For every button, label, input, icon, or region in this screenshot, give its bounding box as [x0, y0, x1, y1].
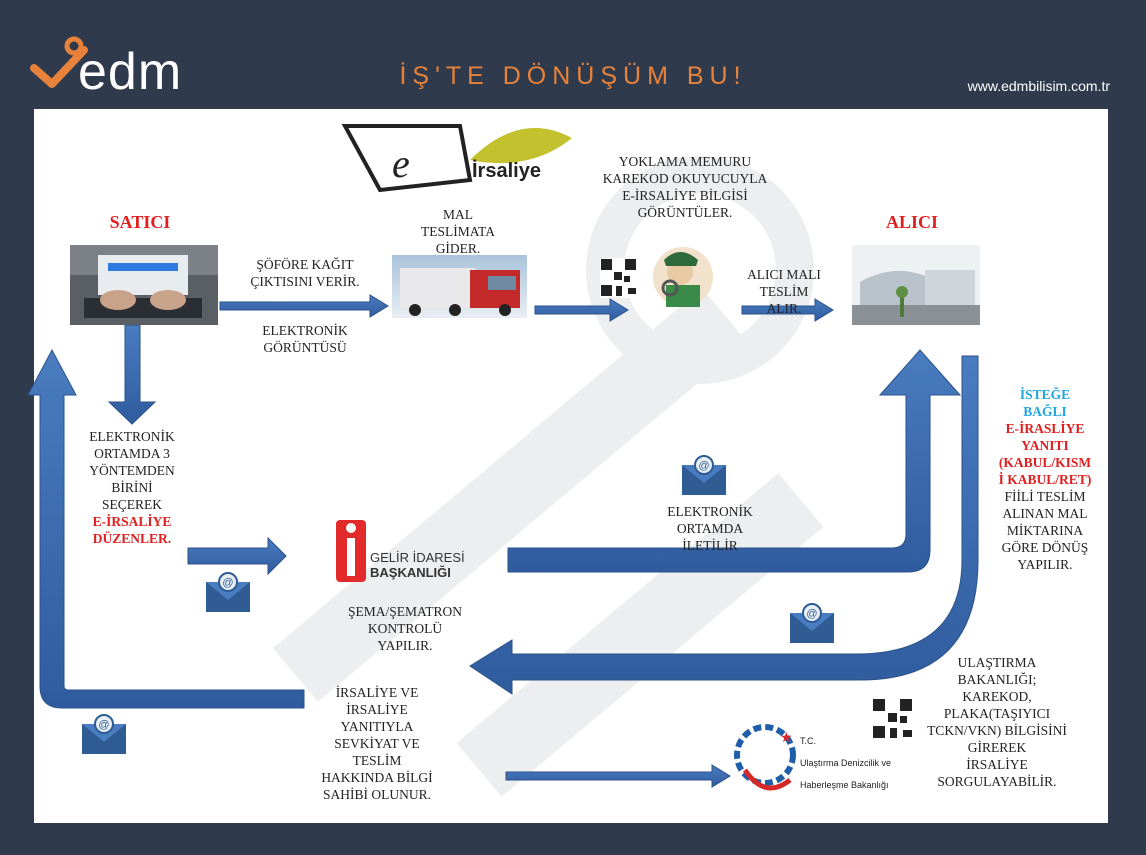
laptop-photo: [70, 245, 218, 325]
svg-text:★: ★: [780, 730, 793, 746]
ulastirma-text: ULAŞTIRMA BAKANLIĞI; KAREKOD, PLAKA(TAŞI…: [927, 655, 1067, 789]
qr-code-icon: [872, 698, 914, 740]
bakanlik-logo-text: T.C. Ulaştırma Denizcilik ve Haberleşme …: [800, 736, 892, 790]
svg-text:@: @: [222, 577, 233, 589]
svg-text:@: @: [698, 460, 709, 472]
inspector-icon: [653, 247, 713, 307]
arrow-gib-to-alici: [507, 349, 962, 573]
elektronik-iletilir-text: ELEKTRONİK ORTAMDA İLETİLİR: [667, 504, 753, 553]
alici-label: ALICI: [885, 212, 938, 232]
eirsaliye-logo-letter: e: [392, 141, 410, 186]
gib-logo-text: GELİR İDARESİ BAŞKANLIĞI: [370, 550, 465, 580]
yoklama-text: YOKLAMA MEMURU KAREKOD OKUYUCUYLA E-İRSA…: [602, 154, 768, 220]
elektronik-ortamda-3-text: ELEKTRONİK ORTAMDA 3 YÖNTEMDEN BİRİNİ SE…: [89, 429, 175, 546]
arrow-to-bakanlik: [505, 764, 731, 788]
page-title: İŞ'TE DÖNÜŞÜM BU!: [399, 62, 747, 90]
email-icon: @: [206, 572, 250, 612]
edm-logo-icon: [30, 36, 88, 88]
eirsaliye-logo-icon: [341, 124, 572, 193]
email-icon: @: [82, 714, 126, 754]
gib-logo-icon: [336, 520, 366, 582]
website-url[interactable]: www.edmbilisim.com.tr: [967, 78, 1110, 94]
warehouse-photo: [852, 245, 980, 325]
eirsaliye-logo-text: İrsaliye: [472, 160, 541, 182]
edm-logo: edm: [78, 43, 183, 101]
arrow-to-gib: [187, 536, 287, 576]
satici-label: SATICI: [109, 212, 171, 232]
email-icon: @: [682, 455, 726, 495]
mal-teslimata-text: MAL TESLİMATA GİDER.: [421, 207, 495, 256]
sofore-text: ŞÖFÖRE KAĞIT ÇIKTISINI VERİR.: [250, 257, 360, 289]
email-icon: @: [790, 603, 834, 643]
down-arrow-satici: [107, 324, 157, 425]
arrow-alici-to-gib: [469, 355, 979, 695]
left-return-arrow: [27, 348, 305, 709]
svg-text:@: @: [806, 608, 817, 620]
truck-photo: [392, 255, 527, 318]
elektronik-goruntu-text: ELEKTRONİK GÖRÜNTÜSÜ: [262, 323, 348, 355]
arrow-truck-to-inspector: [534, 298, 629, 322]
arrow-inspector-to-alici: [741, 298, 834, 322]
sema-text: ŞEMA/ŞEMATRON KONTROLÜ YAPILIR.: [347, 604, 463, 653]
svg-text:@: @: [98, 719, 109, 731]
bakanlik-logo-icon: ★: [734, 724, 796, 791]
qr-code-icon: [600, 258, 638, 298]
arrow-satici-to-truck: [219, 294, 389, 318]
irsaliye-ve-text: İRSALİYE VE İRSALİYE YANITIYLA SEVKİYAT …: [321, 685, 433, 802]
alici-mali-text: ALICI MALI TESLİM ALIR.: [747, 267, 821, 316]
istege-bagli-text: İSTEĞE BAĞLI E-İRASLİYE YANITI (KABUL/KI…: [998, 387, 1092, 572]
